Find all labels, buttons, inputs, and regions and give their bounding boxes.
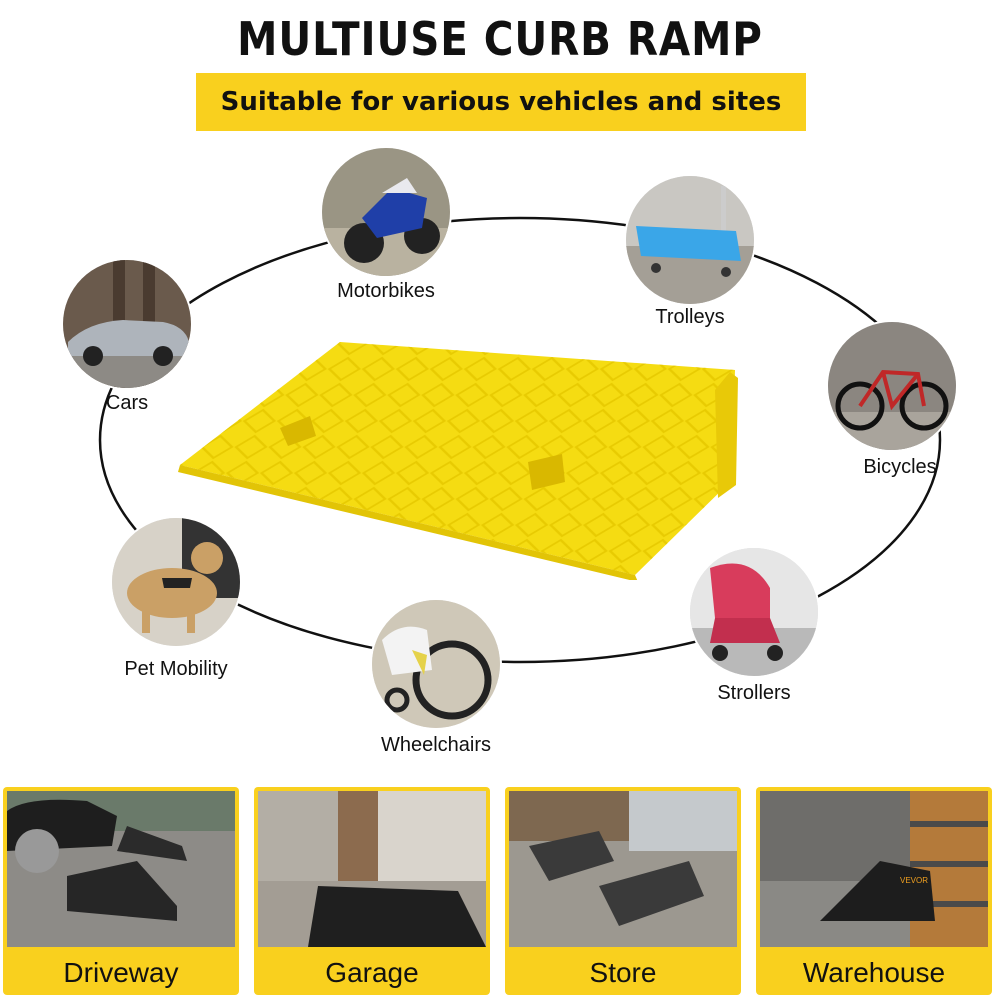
bicycle-photo (828, 322, 956, 450)
car-photo (63, 260, 191, 388)
garage-photo (258, 791, 486, 947)
dog-photo (112, 518, 240, 646)
site-label-garage: Garage (325, 957, 419, 988)
driveway-photo (7, 791, 235, 947)
trolley-photo (626, 176, 754, 304)
wheelchair-photo (372, 600, 500, 728)
use-label-strollers: Strollers (717, 682, 791, 704)
motorbike-photo (322, 148, 450, 276)
use-label-pet-mobility: Pet Mobility (124, 658, 228, 680)
page-title: MULTIUSE CURB RAMP (237, 12, 763, 66)
site-label-store: Store (589, 957, 657, 988)
site-panel-store: Store (505, 787, 741, 995)
subtitle-banner: Suitable for various vehicles and sites (196, 73, 806, 131)
vevor-logo: VEVOR (900, 876, 928, 885)
store-photo (509, 791, 737, 947)
subtitle-text: Suitable for various vehicles and sites (220, 87, 782, 117)
site-panel-garage: Garage (254, 787, 490, 995)
use-label-cars: Cars (105, 392, 149, 414)
warehouse-photo: VEVOR (760, 791, 988, 947)
site-label-warehouse: Warehouse (802, 957, 946, 988)
site-panel-driveway: Driveway (3, 787, 239, 995)
use-label-motorbikes: Motorbikes (337, 280, 435, 302)
stroller-photo (690, 548, 818, 676)
use-label-bicycles: Bicycles (863, 456, 937, 478)
site-panel-warehouse: VEVOR Warehouse (756, 787, 992, 995)
use-label-trolleys: Trolleys (655, 306, 725, 328)
yellow-ramp-image (178, 342, 738, 580)
site-label-driveway: Driveway (63, 957, 179, 988)
use-label-wheelchairs: Wheelchairs (380, 734, 492, 756)
